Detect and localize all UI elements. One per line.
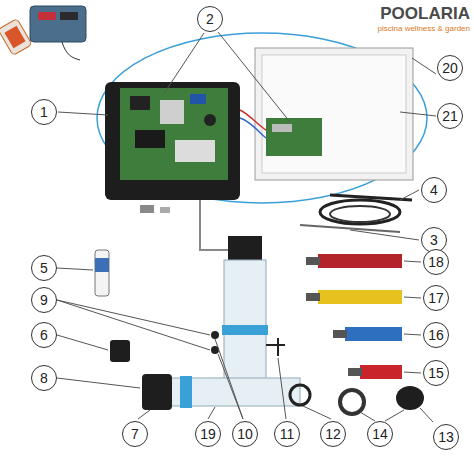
callout-number: 13 — [433, 424, 459, 450]
callout-number: 4 — [421, 177, 447, 203]
callout-number: 9 — [31, 287, 57, 313]
callout-number: 10 — [232, 421, 258, 447]
callout-number: 8 — [31, 365, 57, 391]
callout-number: 12 — [320, 421, 346, 447]
callout-number: 6 — [31, 322, 57, 348]
product-photo — [0, 6, 86, 60]
callout-number: 20 — [437, 55, 463, 81]
callout-number: 14 — [367, 421, 393, 447]
callout-number: 15 — [423, 360, 449, 386]
callout-number: 17 — [423, 285, 449, 311]
callout-number: 19 — [195, 421, 221, 447]
callout-number: 16 — [423, 322, 449, 348]
callout-number: 7 — [122, 421, 148, 447]
callout-number: 18 — [423, 249, 449, 275]
watermark: POOLARIA — [380, 4, 470, 24]
callout-number: 21 — [437, 103, 463, 129]
callout-number: 2 — [197, 6, 223, 32]
callout-number: 1 — [31, 99, 57, 125]
electrodes — [306, 254, 402, 379]
callout-number: 5 — [31, 255, 57, 281]
watermark: piscina wellness & garden — [378, 24, 471, 33]
callout-number: 11 — [274, 421, 300, 447]
